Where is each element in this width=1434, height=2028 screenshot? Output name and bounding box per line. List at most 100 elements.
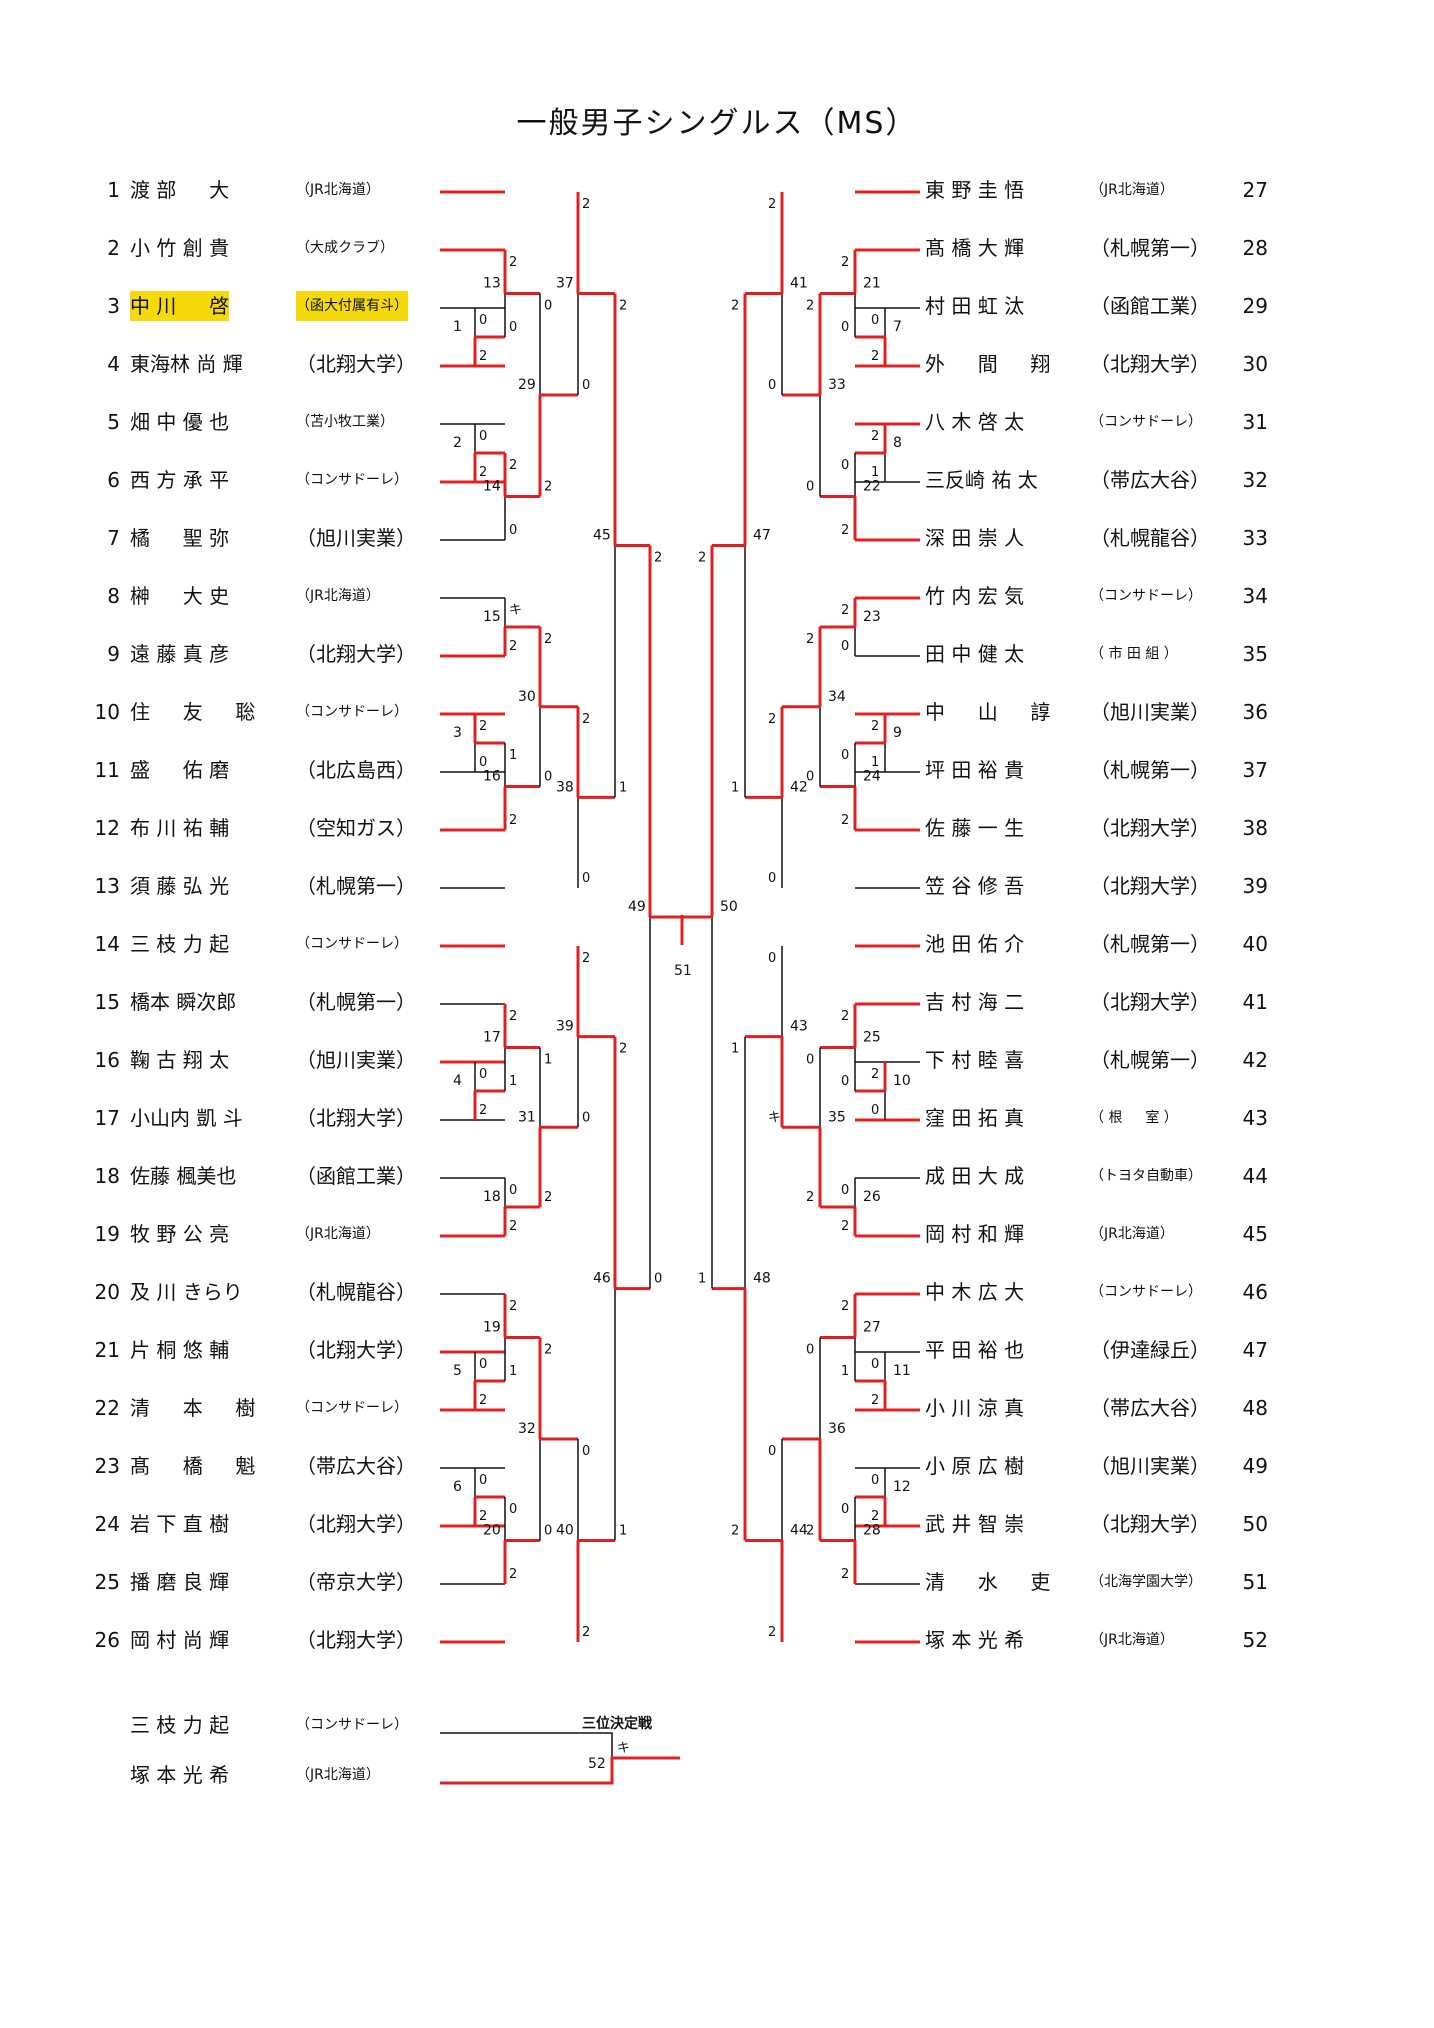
- player-row: 東 野 圭 悟（JR北海道）27: [0, 175, 1434, 205]
- seed-number: 11: [94, 758, 120, 782]
- match-number: 2: [453, 435, 462, 451]
- match-number: 21: [863, 276, 881, 292]
- seed-number: 48: [1242, 1396, 1268, 1420]
- score-label: 2: [619, 299, 627, 314]
- player-team: （トヨタ自動車）: [1090, 1168, 1202, 1184]
- player-name: 八 木 啓 太: [925, 410, 1025, 434]
- score-label: 2: [544, 1343, 552, 1358]
- score-label: 0: [654, 1272, 662, 1287]
- player-team: （北翔大学）: [296, 1106, 416, 1130]
- player-row: 坪 田 裕 貴（札幌第一）37: [0, 755, 1434, 785]
- player-team: （北翔大学）: [1090, 1512, 1210, 1536]
- match-number: 27: [863, 1320, 881, 1336]
- player-name: 竹 内 宏 気: [925, 584, 1025, 608]
- score-label: 1: [509, 748, 517, 763]
- score-label: 1: [731, 1042, 739, 1057]
- player-team: （札幌第一）: [1090, 932, 1210, 956]
- seed-number: 22: [94, 1396, 120, 1420]
- score-label: 2: [841, 1219, 849, 1234]
- score-label: 2: [479, 719, 487, 734]
- match-number: 29: [518, 377, 536, 393]
- score-label: 0: [768, 378, 776, 393]
- player-name: 小山内 凱 斗: [130, 1106, 243, 1130]
- player-row: 小 川 涼 真（帯広大谷）48: [0, 1393, 1434, 1423]
- match-number: 50: [720, 899, 738, 915]
- score-label: 2: [841, 255, 849, 270]
- score-label: 0: [768, 1444, 776, 1459]
- player-name: 住 友 聡: [130, 700, 256, 724]
- seed-number: 16: [94, 1048, 120, 1072]
- player-team: （JR北海道）: [296, 588, 380, 604]
- match-number: 8: [893, 435, 902, 451]
- score-label: 0: [768, 871, 776, 886]
- score-label: 2: [768, 712, 776, 727]
- player-team: （コンサドーレ）: [296, 1400, 408, 1416]
- match-number: 7: [893, 319, 902, 335]
- seed-number: 50: [1242, 1512, 1268, 1536]
- seed-number: 29: [1242, 294, 1268, 318]
- player-name: 中 木 広 大: [925, 1280, 1025, 1304]
- player-row: 平 田 裕 也（伊達緑丘）47: [0, 1335, 1434, 1365]
- player-row: 三反崎 祐 太（帯広大谷）32: [0, 465, 1434, 495]
- match-number: 40: [556, 1523, 574, 1539]
- score-label: 2: [841, 603, 849, 618]
- match-number: 45: [593, 527, 611, 543]
- score-label: 2: [509, 1009, 517, 1024]
- player-name: 深 田 崇 人: [925, 526, 1025, 550]
- score-label: 0: [479, 755, 487, 770]
- match-number: 46: [593, 1271, 611, 1287]
- match-number: 32: [518, 1421, 536, 1437]
- third-place-line: [440, 1756, 680, 1785]
- player-team: （旭川実業）: [296, 526, 416, 550]
- score-label: 2: [479, 1509, 487, 1524]
- seed-number: 3: [107, 294, 120, 318]
- player-team: （北翔大学）: [296, 1512, 416, 1536]
- score-label: 0: [544, 1524, 552, 1539]
- match-number: 52: [588, 1756, 606, 1772]
- score-label: 0: [806, 1343, 814, 1358]
- match-number: 31: [518, 1109, 536, 1125]
- score-label: 0: [871, 1103, 879, 1118]
- player-team: （旭川実業）: [296, 1048, 416, 1072]
- seed-number: 36: [1242, 700, 1268, 724]
- match-number: 49: [628, 899, 646, 915]
- match-number: 22: [863, 479, 881, 495]
- seed-number: 14: [94, 932, 120, 956]
- seed-number: 10: [94, 700, 120, 724]
- seed-number: 7: [107, 526, 120, 550]
- player-row: 笠 谷 修 吾（北翔大学）39: [0, 871, 1434, 901]
- score-label: 0: [841, 1074, 849, 1089]
- match-number: 6: [453, 1479, 462, 1495]
- match-number: 12: [893, 1479, 911, 1495]
- player-name: 清 水 吏: [925, 1570, 1051, 1594]
- score-label: 2: [698, 550, 706, 565]
- match-number: 48: [753, 1271, 771, 1287]
- score-label: 0: [806, 770, 814, 785]
- seed-number: 32: [1242, 468, 1268, 492]
- score-label: 0: [582, 871, 590, 886]
- score-label: 2: [544, 632, 552, 647]
- player-name: 平 田 裕 也: [925, 1338, 1025, 1362]
- score-label: 0: [479, 1067, 487, 1082]
- match-number: 19: [483, 1320, 501, 1336]
- seed-number: 18: [94, 1164, 120, 1188]
- player-name: 坪 田 裕 貴: [925, 758, 1025, 782]
- score-label: 2: [479, 349, 487, 364]
- seed-number: 38: [1242, 816, 1268, 840]
- page-title: 一般男子シングルス（MS）: [516, 106, 918, 141]
- player-name: 畑 中 優 也: [130, 410, 230, 434]
- match-number: 24: [863, 769, 881, 785]
- player-team: （コンサドーレ）: [296, 936, 408, 952]
- player-name: 窪 田 拓 真: [925, 1106, 1025, 1130]
- score-label: 2: [582, 712, 590, 727]
- score-label: 0: [841, 639, 849, 654]
- score-label: 0: [479, 1473, 487, 1488]
- match-number: 13: [483, 276, 501, 292]
